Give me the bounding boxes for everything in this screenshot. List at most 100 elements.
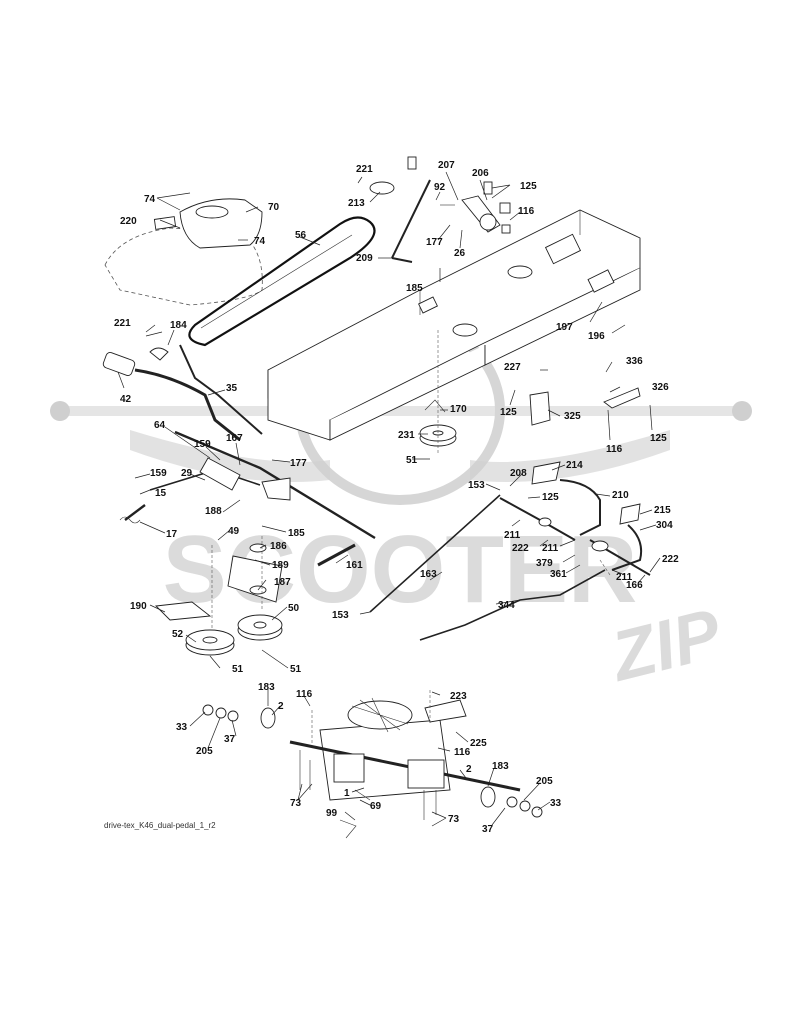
transaxle <box>202 690 543 839</box>
callout-51c: 51 <box>290 664 302 675</box>
callout-2b: 2 <box>466 764 472 775</box>
callout-35: 35 <box>226 383 238 394</box>
callout-222: 222 <box>512 543 529 554</box>
callout-50: 50 <box>288 603 300 614</box>
drive-belt <box>188 216 376 347</box>
callout-56: 56 <box>295 230 307 241</box>
callout-1: 1 <box>344 788 350 799</box>
diagram-caption: drive-tex_K46_dual-pedal_1_r2 <box>104 821 216 830</box>
callout-304: 304 <box>656 520 673 531</box>
callout-92: 92 <box>434 182 446 193</box>
callout-213: 213 <box>348 198 365 209</box>
callout-116d: 116 <box>454 747 471 758</box>
leader-lines <box>117 171 661 827</box>
callout-166: 166 <box>626 580 643 591</box>
callout-74: 74 <box>144 194 156 205</box>
callout-73: 73 <box>290 798 302 809</box>
callout-37b: 37 <box>482 824 494 835</box>
engine-cover <box>104 198 263 306</box>
callout-185b: 185 <box>288 528 305 539</box>
callout-183: 183 <box>258 682 275 693</box>
callout-210: 210 <box>612 490 629 501</box>
callout-186: 186 <box>270 541 287 552</box>
callout-170: 170 <box>450 404 467 415</box>
callout-188: 188 <box>205 506 222 517</box>
callout-116c: 116 <box>296 689 313 700</box>
callout-labels: 221 213 207 92 206 125 116 177 26 74 70 … <box>114 160 679 835</box>
callout-33: 33 <box>176 722 188 733</box>
shift-lever <box>102 331 263 442</box>
callout-177b: 177 <box>290 458 307 469</box>
callout-214: 214 <box>566 460 583 471</box>
cross-shaft <box>119 430 376 540</box>
callout-26: 26 <box>454 248 466 259</box>
callout-215: 215 <box>654 505 671 516</box>
callout-227: 227 <box>504 362 521 373</box>
clutch-pulley <box>419 330 457 455</box>
callout-70: 70 <box>268 202 280 213</box>
callout-17: 17 <box>166 529 178 540</box>
callout-344: 344 <box>498 600 515 611</box>
callout-209: 209 <box>356 253 373 264</box>
callout-223: 223 <box>450 691 467 702</box>
callout-211: 211 <box>504 530 521 541</box>
callout-189: 189 <box>272 560 289 571</box>
callout-177: 177 <box>426 237 443 248</box>
callout-125: 125 <box>520 181 537 192</box>
callout-336: 336 <box>626 356 643 367</box>
chassis-frame <box>267 209 641 441</box>
callout-116b: 116 <box>606 444 623 455</box>
shifter-bracket <box>440 181 511 234</box>
callout-153b: 153 <box>332 610 349 621</box>
callout-161: 161 <box>346 560 363 571</box>
callout-125d: 125 <box>542 492 559 503</box>
callout-205: 205 <box>196 746 213 757</box>
callout-29: 29 <box>181 468 193 479</box>
callout-197: 197 <box>556 322 573 333</box>
callout-15: 15 <box>155 488 167 499</box>
callout-73b: 73 <box>448 814 460 825</box>
callout-326: 326 <box>652 382 669 393</box>
callout-163: 163 <box>420 569 437 580</box>
right-brackets <box>529 387 641 426</box>
callout-196: 196 <box>588 331 605 342</box>
callout-51b: 51 <box>232 664 244 675</box>
callout-183b: 183 <box>492 761 509 772</box>
callout-37: 37 <box>224 734 236 745</box>
callout-211c: 211 <box>616 572 633 583</box>
callout-187: 187 <box>274 577 291 588</box>
callout-379: 379 <box>536 558 553 569</box>
callout-74b: 74 <box>254 236 266 247</box>
callout-33b: 33 <box>550 798 562 809</box>
callout-185: 185 <box>406 283 423 294</box>
callout-69: 69 <box>370 801 382 812</box>
callout-125c: 125 <box>650 433 667 444</box>
callout-231: 231 <box>398 430 415 441</box>
callout-221: 221 <box>356 164 373 175</box>
callout-207: 207 <box>438 160 455 171</box>
callout-211b: 211 <box>542 543 559 554</box>
callout-205b: 205 <box>536 776 553 787</box>
callout-208: 208 <box>510 468 527 479</box>
callout-99: 99 <box>326 808 338 819</box>
callout-184: 184 <box>170 320 187 331</box>
callout-167: 167 <box>226 433 243 444</box>
callout-361: 361 <box>550 569 567 580</box>
callout-153: 153 <box>468 480 485 491</box>
callout-190: 190 <box>130 601 147 612</box>
callout-2: 2 <box>278 701 284 712</box>
callout-64: 64 <box>154 420 166 431</box>
callout-42: 42 <box>120 394 132 405</box>
callout-206: 206 <box>472 168 489 179</box>
callout-52: 52 <box>172 629 184 640</box>
callout-159: 159 <box>194 439 211 450</box>
callout-49: 49 <box>228 526 240 537</box>
callout-222b: 222 <box>662 554 679 565</box>
callout-325: 325 <box>564 411 581 422</box>
callout-125b: 125 <box>500 407 517 418</box>
callout-116: 116 <box>518 206 535 217</box>
callout-220: 220 <box>120 216 137 227</box>
callout-221b: 221 <box>114 318 131 329</box>
idler-assembly <box>155 536 356 656</box>
